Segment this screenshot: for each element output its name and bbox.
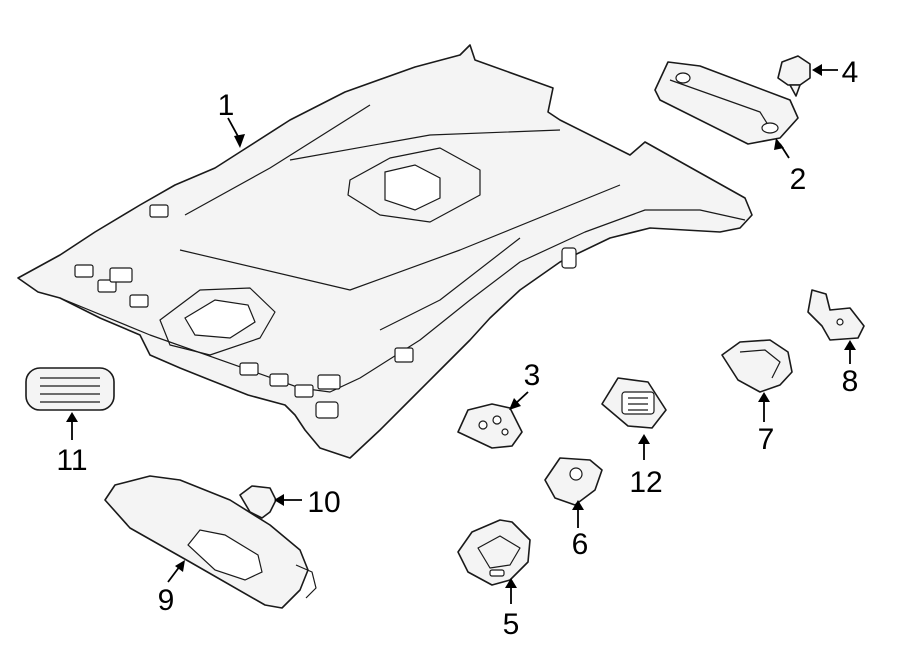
callout-5: 5: [503, 608, 520, 641]
callout-12: 12: [629, 466, 662, 499]
latch-bracket-part: [721, 339, 793, 393]
sun-visor-part: [104, 475, 317, 609]
arrowhead-5: [505, 578, 517, 588]
arrowhead-1: [234, 134, 245, 148]
callout-1: 1: [218, 89, 235, 122]
callout-9: 9: [158, 584, 175, 617]
callout-labels: 1 2 3 4 5 6 7 8 9 10 11 12: [56, 56, 858, 641]
callout-3: 3: [524, 359, 541, 392]
vent-grille-part: [25, 367, 115, 411]
clip-bracket-part: [457, 403, 523, 449]
headliner-part: [17, 44, 753, 459]
visor-clip-part: [239, 485, 277, 519]
arrowhead-2: [774, 138, 784, 150]
arrowhead-9: [175, 560, 185, 572]
dome-lamp-part: [601, 377, 667, 429]
arrowhead-12: [638, 434, 650, 444]
arrowhead-3: [509, 398, 521, 410]
arrowhead-6: [572, 500, 584, 510]
push-clip-part: [777, 55, 811, 97]
arrowhead-4: [812, 64, 822, 76]
sunvisor-holder-part: [654, 61, 799, 145]
mount-clip-part: [544, 457, 603, 506]
callout-8: 8: [842, 365, 859, 398]
arrowhead-8: [844, 340, 856, 350]
callout-2: 2: [790, 163, 807, 196]
leader-lines: [66, 64, 856, 604]
bracket-plate-part: [457, 519, 531, 586]
arrowhead-11: [66, 412, 78, 422]
callout-6: 6: [572, 528, 589, 561]
leader-9: [167, 565, 181, 583]
arrowhead-10: [274, 494, 284, 506]
callout-11: 11: [56, 444, 87, 477]
arrowhead-7: [758, 392, 770, 402]
small-bracket-part: [807, 289, 865, 341]
callout-4: 4: [842, 56, 859, 89]
callout-7: 7: [758, 423, 775, 456]
callout-10: 10: [307, 486, 340, 519]
